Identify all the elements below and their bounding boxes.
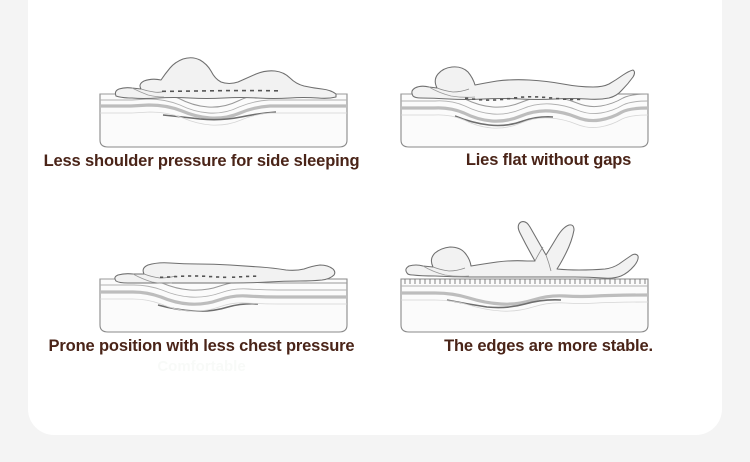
feature-item-prone-position: Prone position with less chest pressure … [28,203,375,408]
feature-caption: Lies flat without gaps [465,151,632,169]
feature-item-edge-support: The edges are more stable. [375,203,722,408]
feature-item-side-sleeping: Less shoulder pressure for side sleeping [28,18,375,223]
spine-alignment-dots [465,96,581,101]
feature-caption: Less shoulder pressure for side sleeping [43,152,360,170]
spine-alignment-dots [162,89,278,93]
edge-support-tick-marks [404,279,646,284]
feature-caption: Prone position with less chest pressure [48,337,355,355]
prone-sleeping-mattress-illustration [99,262,348,333]
back-sleeping-mattress-illustration [400,66,649,148]
feature-watermark: Comfortable [157,358,246,375]
feature-caption: The edges are more stable. [444,337,653,355]
side-sleeping-mattress-illustration [99,57,348,148]
feature-item-lies-flat: Lies flat without gaps [375,18,722,223]
spine-alignment-dots [160,275,257,279]
feature-grid: Less shoulder pressure for side sleeping [28,0,722,435]
edge-support-mattress-illustration [400,221,649,333]
feature-card: Less shoulder pressure for side sleeping [28,0,722,435]
